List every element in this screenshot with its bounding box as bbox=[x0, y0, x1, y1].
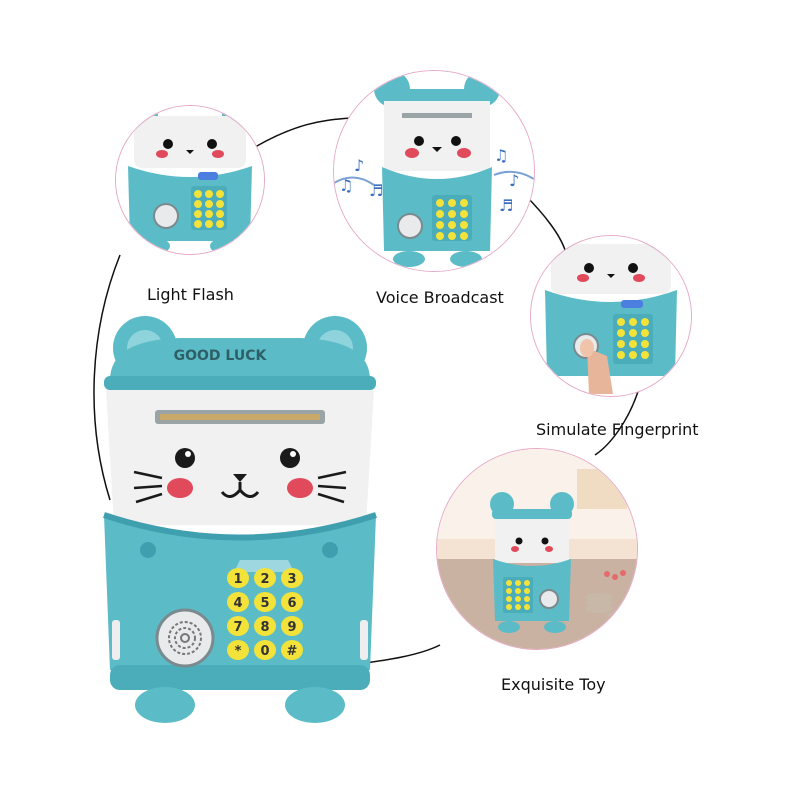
keypad-key-label: 7 bbox=[233, 620, 242, 635]
keypad-key-label: # bbox=[287, 644, 298, 659]
keypad-key bbox=[227, 640, 249, 660]
simulate-fingerprint-photo bbox=[530, 235, 692, 397]
voice-broadcast-photo: ♫♪♬ ♫♪♬ bbox=[333, 70, 535, 272]
exquisite-toy-label: Exquisite Toy bbox=[501, 675, 606, 694]
light-flash-label: Light Flash bbox=[147, 285, 234, 304]
keypad-key bbox=[227, 568, 249, 588]
svg-text:♪: ♪ bbox=[509, 171, 519, 190]
keypad-key-label: 8 bbox=[260, 620, 269, 635]
keypad-key bbox=[254, 640, 276, 660]
light-flash-photo bbox=[115, 105, 265, 255]
keypad-key bbox=[254, 592, 276, 612]
keypad-key-label: 0 bbox=[260, 644, 269, 659]
keypad-key-label: * bbox=[235, 644, 242, 659]
svg-text:♬: ♬ bbox=[369, 181, 383, 200]
keypad-key bbox=[281, 640, 303, 660]
keypad-key bbox=[281, 616, 303, 636]
keypad-key-label: 2 bbox=[260, 572, 269, 587]
keypad-key-label: 3 bbox=[287, 572, 296, 587]
svg-text:♬: ♬ bbox=[499, 196, 513, 215]
keypad-key bbox=[254, 568, 276, 588]
svg-text:♪: ♪ bbox=[354, 156, 364, 175]
exquisite-toy-image bbox=[437, 449, 637, 649]
svg-text:♫: ♫ bbox=[494, 146, 508, 165]
keypad-key bbox=[227, 616, 249, 636]
keypad-key-label: 6 bbox=[287, 596, 296, 611]
light-flash-image bbox=[116, 106, 264, 254]
keypad-key bbox=[281, 568, 303, 588]
exquisite-toy-photo bbox=[436, 448, 638, 650]
keypad-key-label: 9 bbox=[287, 620, 296, 635]
hood-text: GOOD LUCK bbox=[174, 348, 268, 364]
simulate-fingerprint-image bbox=[531, 236, 691, 396]
keypad-key bbox=[281, 592, 303, 612]
keypad-key-label: 4 bbox=[233, 596, 242, 611]
keypad-key-label: 1 bbox=[233, 572, 242, 587]
keypad-key bbox=[254, 616, 276, 636]
voice-broadcast-image: ♫♪♬ ♫♪♬ bbox=[334, 71, 534, 271]
piggy-bank-main-image: GOOD LUCK 1 2 3 4 5 6 bbox=[103, 316, 377, 723]
simulate-fingerprint-label: Simulate Fingerprint bbox=[536, 420, 699, 439]
svg-text:♫: ♫ bbox=[339, 176, 353, 195]
voice-broadcast-label: Voice Broadcast bbox=[376, 288, 504, 307]
main-keypad: 1 2 3 4 5 6 7 8 9 * 0 # bbox=[227, 568, 303, 660]
keypad-key bbox=[227, 592, 249, 612]
keypad-key-label: 5 bbox=[260, 596, 269, 611]
